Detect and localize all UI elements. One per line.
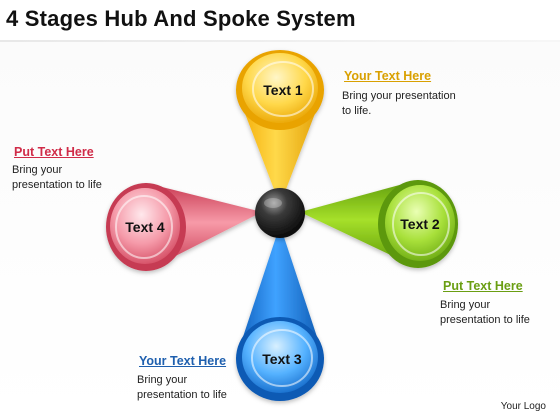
callout-top-right-body: Bring your presentation to life.	[342, 90, 456, 117]
spoke-4-label: Text 4	[125, 219, 165, 235]
callout-left-body: Bring your presentation to life	[12, 164, 102, 191]
callout-bottom-left-title: Your Text Here	[139, 354, 227, 368]
callout-right-title: Put Text Here	[443, 279, 523, 293]
spoke-3	[236, 225, 324, 401]
logo-text: Your Logo	[500, 401, 546, 412]
title-divider	[0, 40, 560, 42]
spoke-1-label: Text 1	[263, 82, 303, 98]
page-title: 4 Stages Hub And Spoke System	[6, 6, 356, 31]
spoke-2	[300, 180, 458, 268]
spoke-2-label: Text 2	[400, 216, 440, 232]
callout-bottom-left-body: Bring your presentation to life	[137, 374, 227, 401]
spoke-3-label: Text 3	[262, 351, 302, 367]
callout-top-right-title: Your Text Here	[344, 69, 432, 83]
spoke-4	[106, 183, 262, 271]
callout-right-body: Bring your presentation to life	[440, 299, 530, 326]
callout-left-title: Put Text Here	[14, 145, 94, 159]
hub	[255, 188, 305, 238]
spoke-1	[236, 50, 324, 205]
